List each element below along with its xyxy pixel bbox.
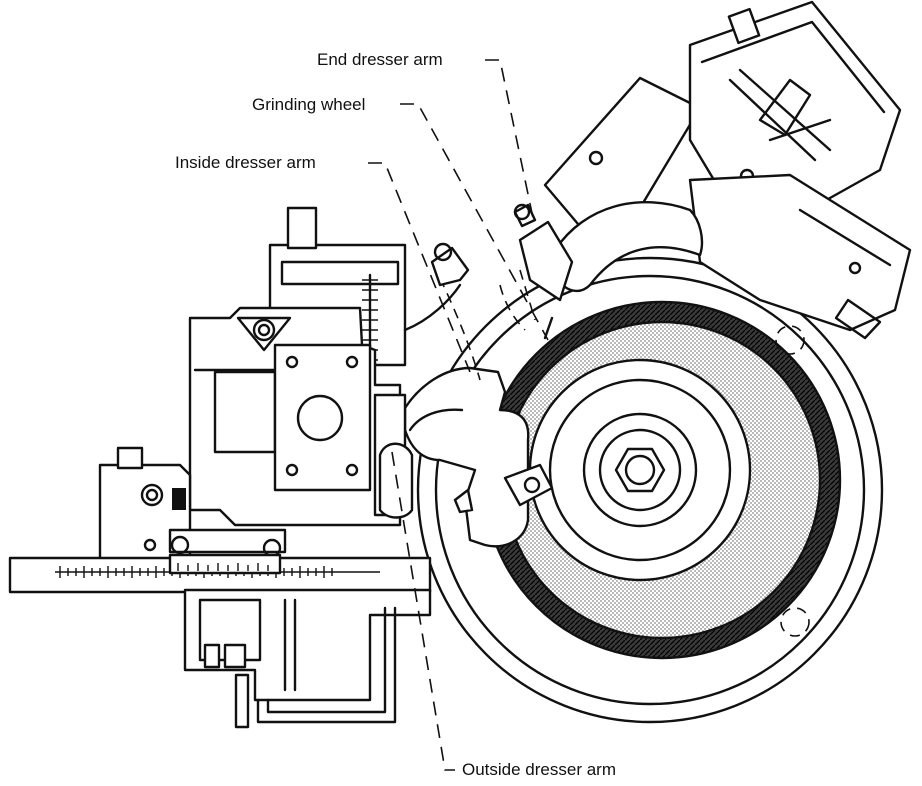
- end-dresser-housing: [688, 0, 902, 214]
- callout-labels: End dresser arm Grinding wheel Inside dr…: [175, 50, 616, 779]
- guard-fastener-bottom: [780, 607, 810, 637]
- front-plate-dial: [296, 394, 344, 442]
- wheel-hub-ring-2: [582, 412, 698, 528]
- leader-outside-dresser-arm: [391, 451, 455, 771]
- end-dresser-slide: [688, 173, 912, 332]
- label-end-dresser-arm: End dresser arm: [317, 50, 443, 69]
- outside-dresser-assembly: [8, 206, 470, 729]
- callout-leaders: [368, 59, 549, 771]
- leader-inside-dresser-arm: [368, 162, 471, 373]
- wheel-hub-ring-3: [598, 428, 682, 512]
- leader-grinding-wheel: [400, 103, 549, 341]
- end-dresser-tip: [518, 220, 574, 302]
- wheel-guard-inner-ring: [434, 274, 866, 706]
- wheel-hex-nut: [614, 447, 666, 493]
- leader-end-dresser-arm: [485, 59, 534, 219]
- label-outside-dresser-arm: Outside dresser arm: [462, 760, 616, 779]
- label-inside-dresser-arm: Inside dresser arm: [175, 153, 316, 172]
- wheel-hub-ring-1: [548, 378, 732, 562]
- inside-dresser-arm-assembly: [403, 277, 554, 548]
- inside-dresser-block: [503, 463, 554, 507]
- end-dresser-assembly: [499, 0, 912, 340]
- guard-fastener-top: [775, 325, 805, 355]
- left-aux-block: [98, 463, 192, 562]
- base-plate: [183, 588, 432, 702]
- label-grinding-wheel: Grinding wheel: [252, 95, 365, 114]
- end-dresser-curved-arm: [553, 201, 704, 293]
- grinding-wheel-assembly: [416, 256, 884, 724]
- wheel-nut-bore: [624, 454, 656, 486]
